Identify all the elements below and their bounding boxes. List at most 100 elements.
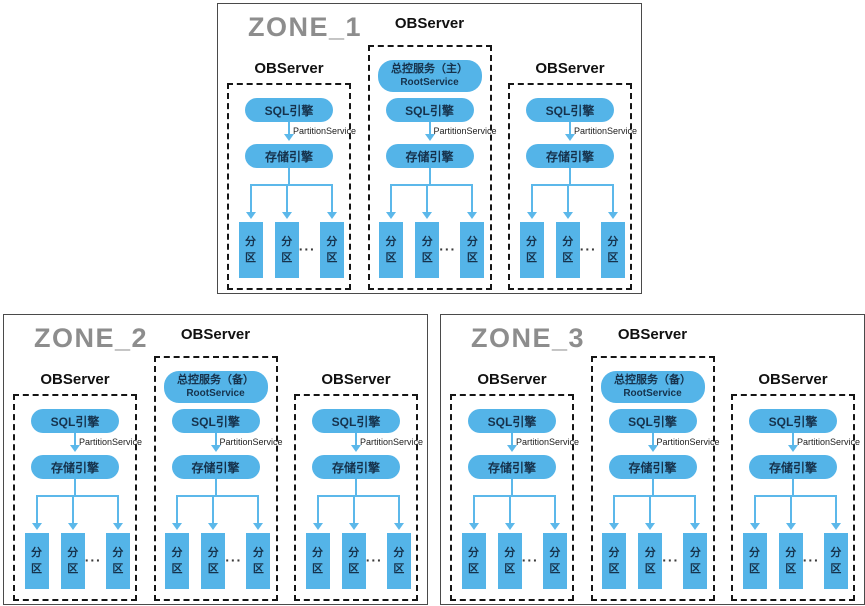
down-arrow-icon: PartitionService bbox=[515, 122, 637, 144]
partition-char: 区 bbox=[689, 563, 701, 575]
root-service-en-label: RootService bbox=[623, 387, 682, 399]
connector-arrow bbox=[245, 184, 256, 219]
partition-row: 分区 分区 ··· 分区 bbox=[598, 533, 708, 589]
partition-char: 分 bbox=[207, 546, 219, 559]
observer-label: OBServer bbox=[394, 15, 465, 32]
partition-char: 区 bbox=[607, 252, 619, 264]
partition-char: 分 bbox=[67, 546, 79, 559]
connector-arrow bbox=[549, 495, 560, 530]
partition-char: 区 bbox=[562, 252, 574, 264]
partition-char: 分 bbox=[312, 546, 323, 559]
connector-bar bbox=[613, 495, 697, 497]
partition-row: 分区 分区 ··· 分区 bbox=[161, 533, 271, 589]
partition-box: 分区 bbox=[379, 222, 403, 278]
zone-body: OBServer SQL引擎 PartitionService 存储引擎 分区 … bbox=[218, 4, 641, 293]
partition-box: 分区 bbox=[461, 533, 486, 589]
partition-char: 分 bbox=[421, 235, 433, 248]
connector-arrow bbox=[253, 495, 264, 530]
partition-box: 分区 bbox=[600, 222, 625, 278]
down-arrow-icon: PartitionService bbox=[301, 433, 423, 455]
partition-box: 分区 bbox=[341, 533, 366, 589]
fanout-connector bbox=[20, 479, 130, 533]
sql-engine-box: SQL引擎 bbox=[749, 409, 837, 433]
fanout-connector bbox=[598, 479, 708, 533]
connector-arrow bbox=[562, 184, 573, 219]
fanout-connector bbox=[161, 479, 271, 533]
connector-stem bbox=[428, 168, 431, 185]
zone-title: ZONE_1 bbox=[248, 12, 363, 42]
connector-stem bbox=[792, 479, 794, 496]
partition-char: 区 bbox=[385, 252, 397, 264]
observer-column-center: OBServer 总控服务（备） RootService SQL引擎 Parti… bbox=[153, 326, 283, 601]
fanout-connector bbox=[515, 168, 625, 222]
partition-char: 分 bbox=[281, 235, 293, 248]
partition-char: 区 bbox=[549, 563, 561, 575]
storage-engine-box: 存储引擎 bbox=[526, 144, 614, 168]
connector-bar bbox=[316, 495, 400, 497]
fanout-connector bbox=[375, 168, 485, 222]
storage-engine-box: 存储引擎 bbox=[749, 455, 837, 479]
partition-char: 分 bbox=[549, 546, 561, 559]
partition-char: 分 bbox=[466, 235, 478, 248]
partition-box: 分区 bbox=[319, 222, 344, 278]
sql-engine-box: SQL引擎 bbox=[608, 409, 697, 433]
zone-1: ZONE_1 OBServer SQL引擎 PartitionService 存… bbox=[217, 3, 642, 294]
observer-box: SQL引擎 PartitionService 存储引擎 分区 分区 ··· 分区 bbox=[227, 83, 356, 290]
down-arrow-icon: PartitionService bbox=[161, 433, 283, 455]
ellipsis-dots: ··· bbox=[298, 241, 316, 257]
ellipsis-dots: ··· bbox=[84, 552, 102, 568]
partition-service-label: PartitionService bbox=[574, 126, 638, 136]
observer-box: 总控服务（备） RootService SQL引擎 PartitionServi… bbox=[590, 356, 720, 601]
down-arrow-icon: PartitionService bbox=[457, 433, 579, 455]
observer-box: SQL引擎 PartitionService 存储引擎 分区 分区 ··· 分区 bbox=[294, 394, 423, 601]
sql-engine-box: SQL引擎 bbox=[312, 409, 400, 433]
partition-box: 分区 bbox=[823, 533, 848, 589]
partition-box: 分区 bbox=[305, 533, 330, 589]
sql-engine-box: SQL引擎 bbox=[385, 98, 474, 122]
ellipsis-dots: ··· bbox=[225, 552, 243, 568]
partition-char: 区 bbox=[326, 252, 338, 264]
partition-char: 区 bbox=[466, 252, 478, 264]
connector-bar bbox=[530, 184, 614, 186]
partition-char: 区 bbox=[112, 563, 124, 575]
down-arrow-icon: PartitionService bbox=[738, 433, 860, 455]
observer-box: 总控服务（主） RootService SQL引擎 PartitionServi… bbox=[367, 45, 497, 290]
partition-char: 分 bbox=[608, 546, 620, 559]
partition-box: 分区 bbox=[460, 222, 485, 278]
observer-column-left: OBServer SQL引擎 PartitionService 存储引擎 分区 … bbox=[450, 371, 579, 601]
connector-arrow bbox=[31, 495, 42, 530]
connector-arrow bbox=[422, 184, 433, 219]
partition-char: 分 bbox=[526, 235, 537, 248]
partition-char: 区 bbox=[468, 563, 479, 575]
connector-arrow bbox=[326, 184, 337, 219]
partition-char: 分 bbox=[749, 546, 760, 559]
connector-arrow bbox=[67, 495, 78, 530]
fanout-connector bbox=[457, 479, 567, 533]
partition-char: 区 bbox=[526, 252, 537, 264]
connector-arrow bbox=[112, 495, 123, 530]
root-service-cn-label: 总控服务（主） bbox=[391, 63, 468, 76]
partition-char: 区 bbox=[252, 563, 264, 575]
connector-arrow bbox=[208, 495, 219, 530]
partition-box: 分区 bbox=[386, 533, 411, 589]
partition-service-label: PartitionService bbox=[656, 437, 720, 447]
partition-char: 分 bbox=[562, 235, 574, 248]
partition-box: 分区 bbox=[105, 533, 130, 589]
root-service-box: 总控服务（主） RootService bbox=[377, 60, 482, 92]
partition-char: 区 bbox=[31, 563, 42, 575]
down-arrow-icon: PartitionService bbox=[20, 433, 142, 455]
partition-char: 分 bbox=[644, 546, 656, 559]
observer-box: SQL引擎 PartitionService 存储引擎 分区 分区 ··· 分区 bbox=[731, 394, 860, 601]
ellipsis-dots: ··· bbox=[365, 552, 383, 568]
down-arrow-icon: PartitionService bbox=[598, 433, 720, 455]
ellipsis-dots: ··· bbox=[439, 241, 457, 257]
partition-service-label: PartitionService bbox=[360, 437, 424, 447]
root-service-box: 总控服务（备） RootService bbox=[163, 371, 268, 403]
connector-arrow bbox=[690, 495, 701, 530]
zone-2: ZONE_2 OBServer SQL引擎 PartitionService 存… bbox=[3, 314, 428, 605]
partition-char: 区 bbox=[749, 563, 760, 575]
connector-arrow bbox=[526, 184, 537, 219]
observer-box: SQL引擎 PartitionService 存储引擎 分区 分区 ··· 分区 bbox=[450, 394, 579, 601]
observer-column-right: OBServer SQL引擎 PartitionService 存储引擎 分区 … bbox=[731, 371, 860, 601]
